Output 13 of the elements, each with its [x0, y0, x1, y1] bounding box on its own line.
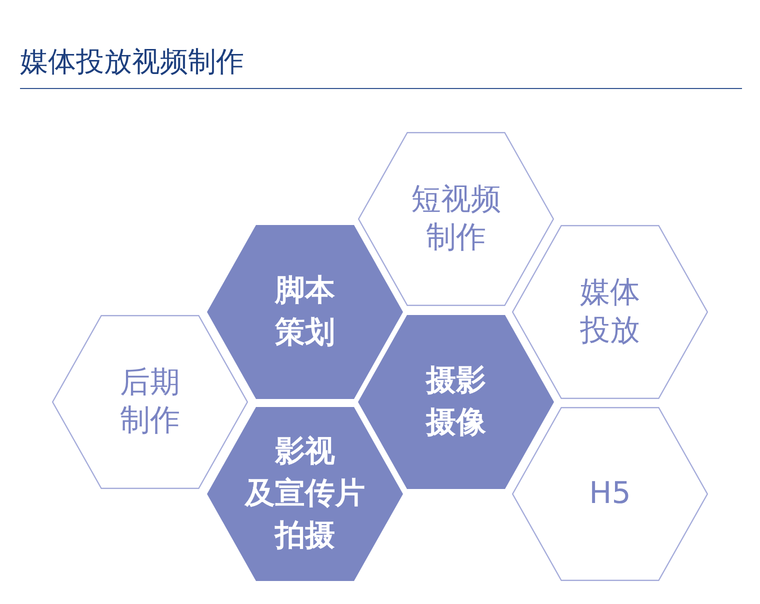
- title: 媒体投放视频制作: [20, 44, 244, 80]
- hexagon-label: 后期制作: [120, 364, 180, 440]
- hexagon-label: 脚本策划: [275, 272, 335, 352]
- hexagon-label: H5: [589, 475, 631, 513]
- hexagon-node: [512, 407, 708, 581]
- hexagon-label: 影视及宣传片拍摄: [245, 433, 365, 555]
- hexagon-label: 短视频制作: [411, 181, 501, 257]
- hexagon-node: [207, 407, 403, 581]
- hexagon-label: 摄影摄像: [426, 362, 486, 442]
- hexagon-node: [207, 225, 403, 399]
- hexagon-node: [512, 225, 708, 399]
- hexagon-label: 媒体投放: [580, 274, 640, 350]
- hexagon-node: [358, 132, 554, 306]
